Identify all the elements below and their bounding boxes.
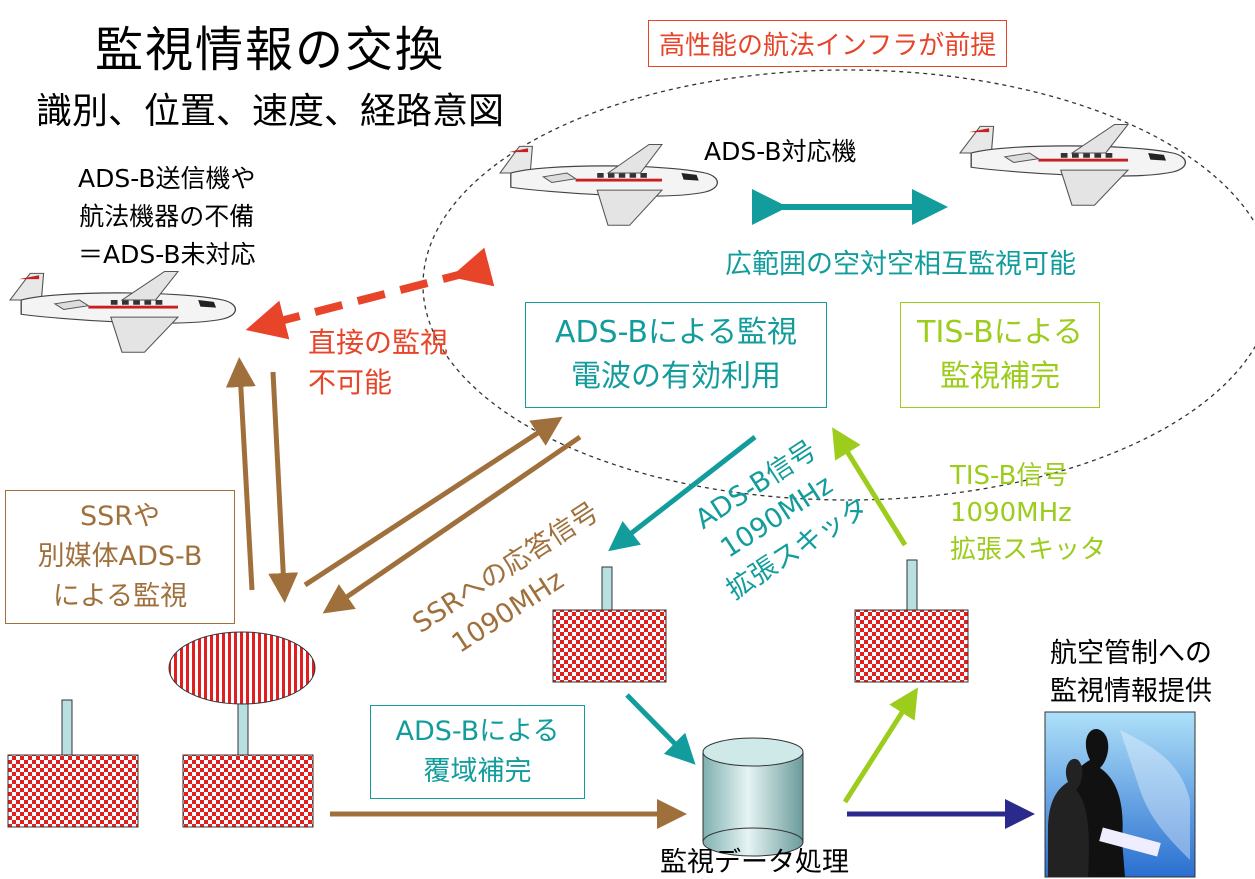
data-processing-cylinder [702,737,804,857]
adsb-monitoring-box: ADS-Bによる監視 電波の有効利用 [525,302,827,408]
premise-box: 高性能の航法インフラが前提 [648,20,1008,67]
equipped-label: ADS-B対応機 [704,137,857,166]
ssr-downlink-arrow [268,371,299,603]
atc-controller-image [1044,711,1196,878]
data-processing-label: 監視データ処理 [660,847,849,878]
ssr-antenna-station [168,631,316,828]
atc-provision-line1: 航空管制への [1050,638,1212,669]
direct-monitoring-impossible-arrow [245,247,495,340]
direct-impossible-line2: 不可能 [308,366,393,399]
tisb-signal-line2: 1090MHz [950,498,1072,528]
non-equipped-label: ADS-B送信機や 航法機器の不備 ＝ADS-B未対応 [78,160,256,274]
equipped-aircraft-left [499,143,718,226]
direct-impossible-line1: 直接の監視 [308,326,449,359]
adsb-monitoring-line2: 電波の有効利用 [571,359,781,394]
equipped-aircraft-right [959,123,1187,206]
tisb-signal-label: TIS-B信号 1090MHz 拡張スキッタ [950,458,1106,569]
non-equipped-line2: 航法機器の不備 [79,202,255,231]
tisb-signal-line3: 拡張スキッタ [950,535,1107,565]
ssr-monitoring-line3: による監視 [52,581,188,612]
non-equipped-line3: ＝ADS-B未対応 [78,240,256,269]
adsb-monitoring-line1: ADS-Bによる監視 [554,315,798,350]
ssr-monitoring-box: SSRや 別媒体ADS-B による監視 [5,490,235,624]
tisb-ground-station [854,559,969,683]
tisb-complement-line2: 監視補完 [940,359,1060,394]
tisb-complement-line1: TIS-Bによる [917,315,1083,350]
adsb-to-processing-arrow [625,693,696,765]
ground-station-left [7,699,139,828]
direct-impossible-label: 直接の監視 不可能 [308,323,448,403]
adsb-ground-station [552,566,667,683]
tisb-signal-arrow [832,427,908,547]
tisb-signal-line1: TIS-B信号 [950,461,1069,491]
ssr-reply-up-arrow [303,416,563,588]
tisb-complement-box: TIS-Bによる 監視補完 [900,302,1100,408]
ssr-monitoring-line2: 別媒体ADS-B [37,541,203,572]
adsb-signal-arrow [608,435,757,552]
ssr-uplink-arrow [225,357,256,591]
ssr-reply-down-arrow [322,434,582,614]
atc-provision-line2: 監視情報提供 [1050,676,1212,707]
non-equipped-line1: ADS-B送信機や [78,164,256,193]
ssr-monitoring-line1: SSRや [79,501,161,532]
atc-provision-label: 航空管制への 監視情報提供 [1050,635,1212,711]
page-title: 監視情報の交換 [95,22,446,78]
coverage-complement-box: ADS-Bによる 覆域補完 [370,705,585,799]
coverage-complement-line1: ADS-Bによる [395,716,560,747]
processing-to-tisb-arrow [842,687,919,804]
non-equipped-aircraft [9,270,237,353]
page-subtitle: 識別、位置、速度、経路意図 [36,91,505,132]
coverage-complement-line2: 覆域補完 [423,756,532,787]
air-to-air-label: 広範囲の空対空相互監視可能 [725,249,1076,280]
